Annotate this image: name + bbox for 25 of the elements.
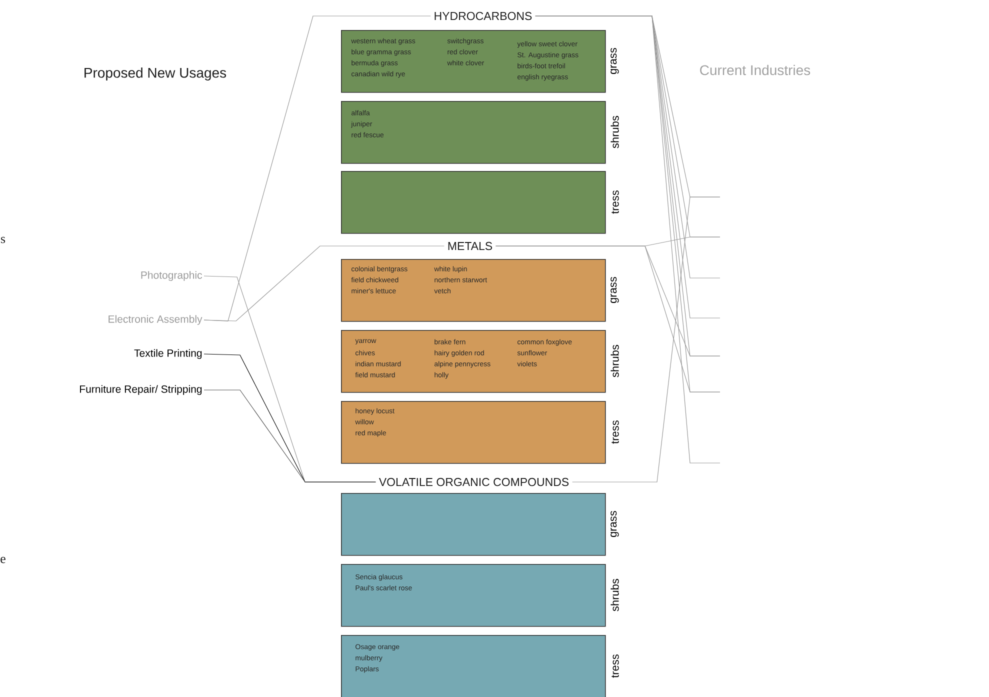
plant-type-label: shrubs xyxy=(610,116,619,148)
plant-type-label: grass xyxy=(610,276,619,303)
plant-type-label: shrubs xyxy=(610,344,619,378)
cut-off-text: e xyxy=(0,556,6,564)
plant-type-label: tress xyxy=(612,190,619,214)
section-heading: Current Industries xyxy=(700,64,810,76)
connector-line xyxy=(535,16,720,464)
category-heading: VOLATILE ORGANIC COMPOUNDS xyxy=(378,478,569,486)
plant-type-label: tress xyxy=(612,420,619,444)
connector-line xyxy=(204,246,445,322)
section-heading: Proposed New Usages xyxy=(84,67,226,81)
usage-label: Textile Printing xyxy=(134,349,202,359)
plant-type-label: tress xyxy=(612,654,619,678)
usage-label: Electronic Assembly xyxy=(108,315,202,325)
usage-label: Furniture Repair/ Stripping xyxy=(80,385,202,395)
cut-off-text: s xyxy=(1,236,6,244)
plant-type-label: shrubs xyxy=(610,578,619,612)
connector-line xyxy=(495,246,720,392)
category-heading: HYDROCARBONS xyxy=(434,12,532,20)
plant-type-label: grass xyxy=(610,510,619,537)
connector-line xyxy=(572,196,720,482)
plant-type-label: grass xyxy=(610,48,619,74)
category-heading: METALS xyxy=(448,242,492,250)
usage-label: Photographic xyxy=(141,271,202,281)
connector-line xyxy=(204,390,376,482)
